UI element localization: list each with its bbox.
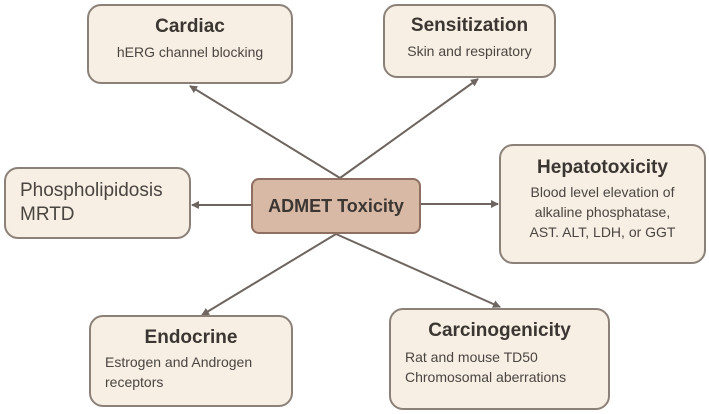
arrow-to-endocrine — [201, 233, 337, 316]
arrow-to-sensitization — [339, 78, 479, 179]
arrow-to-cardiac — [189, 85, 341, 179]
sensitization-title: Sensitization — [410, 15, 529, 36]
phospholipidosis-box: Phospholipidosis MRTD — [4, 167, 191, 239]
center-label: ADMET Toxicity — [268, 195, 404, 216]
carcinogenicity-line-2: Chromosomal aberrations — [405, 369, 567, 385]
carcinogenicity-box: Carcinogenicity Rat and mouse TD50 Chrom… — [389, 308, 610, 410]
hepatotoxicity-line-2: alkaline phosphatase, — [534, 204, 671, 220]
admet-toxicity-node: ADMET Toxicity — [251, 178, 421, 234]
carcinogenicity-title: Carcinogenicity — [428, 320, 571, 341]
mrtd-label: MRTD — [20, 204, 75, 225]
hepatotoxicity-title: Hepatotoxicity — [537, 157, 668, 178]
carcinogenicity-line-1: Rat and mouse TD50 — [405, 349, 538, 365]
arrow-to-carcinogenicity — [335, 233, 501, 308]
sensitization-box: Sensitization Skin and respiratory — [383, 4, 556, 78]
endocrine-box: Endocrine Estrogen and Androgen receptor… — [89, 315, 293, 407]
hepatotoxicity-line-1: Blood level elevation of — [530, 184, 675, 200]
hepatotoxicity-line-3: AST. ALT, LDH, or GGT — [529, 224, 676, 240]
phospholipidosis-label: Phospholipidosis — [20, 180, 163, 201]
cardiac-box: Cardiac hERG channel blocking — [87, 4, 293, 84]
endocrine-line-2: receptors — [105, 374, 164, 390]
endocrine-line-1: Estrogen and Androgen — [105, 354, 253, 370]
sensitization-desc: Skin and respiratory — [407, 43, 532, 59]
endocrine-title: Endocrine — [144, 327, 238, 348]
hepatotoxicity-box: Hepatotoxicity Blood level elevation of … — [499, 144, 706, 264]
cardiac-title: Cardiac — [155, 16, 225, 37]
cardiac-desc: hERG channel blocking — [116, 44, 264, 60]
